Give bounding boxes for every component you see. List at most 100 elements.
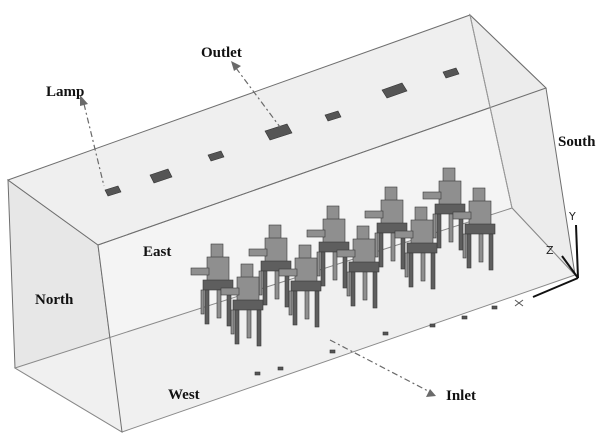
north-label: North — [35, 292, 74, 308]
seat-leg — [390, 232, 396, 262]
lamp-fixture — [442, 67, 460, 79]
occupant-torso — [264, 237, 288, 263]
y-axis-line — [575, 224, 579, 279]
occupant-arm — [190, 267, 210, 276]
occupant-torso — [468, 200, 492, 226]
occupant-arm — [364, 210, 384, 219]
occupant-arm — [306, 229, 326, 238]
origin-mark — [514, 299, 524, 307]
east-label: East — [143, 244, 172, 260]
floor-mark — [329, 349, 336, 354]
seat-leg — [408, 252, 414, 288]
floor-mark — [491, 305, 498, 310]
occupant-head — [240, 263, 254, 279]
seat-base — [348, 261, 380, 273]
seat-leg — [226, 289, 232, 327]
occupant-head — [472, 187, 486, 203]
occupant-torso — [294, 257, 318, 283]
seating-area — [190, 167, 498, 376]
x-axis-line — [532, 277, 579, 298]
occupant-head — [414, 206, 428, 222]
occupant-torso — [352, 238, 376, 264]
seat-support — [404, 252, 409, 278]
seat-leg — [488, 233, 494, 271]
room-edge — [469, 14, 513, 209]
seat-support — [288, 290, 293, 316]
seat-base — [232, 299, 264, 311]
leader-lines — [83, 67, 431, 393]
seat-leg — [420, 252, 426, 282]
axis-triad — [532, 224, 579, 298]
seat-leg — [274, 270, 280, 300]
seat-leg — [466, 233, 472, 269]
occupant-arm — [394, 230, 414, 239]
seat-leg — [478, 233, 484, 263]
lamp-fixture — [207, 150, 225, 162]
inlet-leader — [329, 339, 431, 393]
occupant-torso — [322, 218, 346, 244]
seat-leg — [234, 309, 240, 345]
floor-mark — [277, 366, 284, 371]
occupant-head — [384, 186, 398, 202]
occupant-arm — [336, 249, 356, 258]
seat-leg — [292, 290, 298, 326]
occupant-arm — [278, 268, 298, 277]
lamp-leader — [83, 103, 105, 187]
outlet-fixture — [149, 168, 173, 184]
seat-leg — [430, 252, 436, 290]
seat-leg — [350, 271, 356, 307]
occupant-head — [268, 224, 282, 240]
z-axis-label: Z — [546, 244, 554, 257]
seat-leg — [320, 251, 326, 287]
occupant-head — [210, 243, 224, 259]
axis-small-marks — [514, 299, 524, 307]
ceiling-fixtures — [104, 67, 460, 197]
occupant-head — [326, 205, 340, 221]
occupant-torso — [236, 276, 260, 302]
seat-support — [432, 213, 437, 239]
seat-base — [464, 223, 496, 235]
leader-arrowheads — [80, 61, 436, 397]
seat-leg — [458, 213, 464, 251]
occupant-arm — [452, 211, 472, 220]
room-edge — [97, 87, 547, 246]
seat-support — [316, 251, 321, 277]
seat-leg — [284, 270, 290, 308]
outlet-fixture — [381, 82, 408, 99]
lamp-fixture — [324, 110, 342, 122]
seat-leg — [246, 309, 252, 339]
seat-base — [290, 280, 322, 292]
seat-leg — [256, 309, 262, 347]
occupant-head — [442, 167, 456, 183]
seat-leg — [362, 271, 368, 301]
outlet-leader — [235, 67, 281, 128]
seat-leg — [342, 251, 348, 289]
occupant-torso — [206, 256, 230, 282]
inlet-arrowhead — [426, 389, 436, 397]
floor-mark — [254, 371, 261, 376]
seat-support — [258, 270, 263, 296]
seat-leg — [378, 232, 384, 268]
seat-leg — [448, 213, 454, 243]
occupant-arm — [422, 191, 442, 200]
occupant-head — [298, 244, 312, 260]
occupant-torso — [380, 199, 404, 225]
z-axis-line — [561, 255, 579, 279]
seat-support — [374, 232, 379, 258]
seat-leg — [304, 290, 310, 320]
floor-mark — [461, 315, 468, 320]
seat-support — [200, 289, 205, 315]
seat-base — [406, 242, 438, 254]
occupant-torso — [438, 180, 462, 206]
seat-support — [346, 271, 351, 297]
seat-support — [462, 233, 467, 259]
seat-leg — [436, 213, 442, 249]
occupant-torso — [410, 219, 434, 245]
occupant-head — [356, 225, 370, 241]
seat-leg — [400, 232, 406, 270]
lamp-arrowhead — [80, 95, 88, 106]
outlet-label: Outlet — [201, 45, 242, 61]
floor-mark — [429, 323, 436, 328]
seat-support — [230, 309, 235, 335]
